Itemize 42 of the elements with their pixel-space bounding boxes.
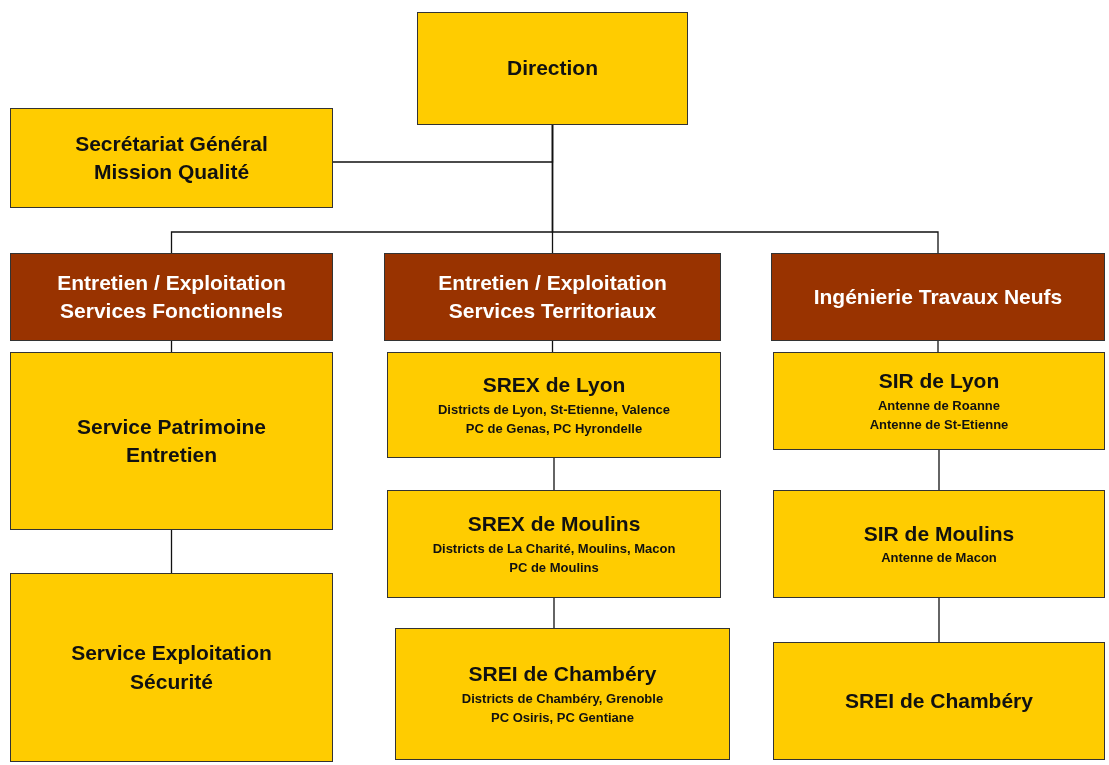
- department-header-box: [771, 253, 1105, 341]
- department-header-box: [10, 253, 333, 341]
- unit-detail: Antenne de St-Etienne: [869, 416, 1009, 435]
- unit-detail: PC de Genas, PC Hyrondelle: [465, 420, 643, 439]
- org-unit-box: [395, 628, 730, 760]
- unit-title: SREI de Chambéry: [468, 661, 657, 688]
- unit-detail: Districts de La Charité, Moulins, Macon: [432, 539, 676, 558]
- unit-title: Service Patrimoine Entretien: [75, 413, 268, 468]
- unit-title: SREX de Moulins: [467, 511, 641, 538]
- org-unit-box: [417, 12, 688, 125]
- connector-line: [551, 124, 939, 254]
- connector-line: [938, 449, 940, 491]
- org-unit-box: [10, 108, 333, 208]
- unit-title: Ingénierie Travaux Neufs: [813, 283, 1063, 310]
- unit-detail: Districts de Lyon, St-Etienne, Valence: [437, 400, 671, 419]
- org-unit-box: [387, 490, 721, 598]
- org-unit-box: [10, 352, 333, 530]
- unit-title: SIR de Moulins: [863, 521, 1015, 548]
- org-unit-box: [10, 573, 333, 762]
- connector-line: [937, 340, 939, 353]
- connector-line: [170, 529, 173, 574]
- unit-title: Secrétariat Général Mission Qualité: [74, 130, 269, 185]
- unit-detail: PC Osiris, PC Gentiane: [490, 709, 634, 728]
- unit-detail: Antenne de Macon: [881, 549, 997, 568]
- unit-detail: Antenne de Roanne: [877, 396, 1001, 415]
- org-unit-box: [773, 642, 1105, 760]
- connector-line: [553, 597, 555, 629]
- unit-title: Entretien / Exploitation Services Territoriaux: [437, 269, 668, 324]
- org-unit-box: [773, 490, 1105, 598]
- unit-detail: PC de Moulins: [509, 559, 599, 578]
- unit-title: SREI de Chambéry: [845, 687, 1033, 714]
- unit-title: Direction: [507, 55, 598, 82]
- unit-title: SIR de Lyon: [878, 368, 1000, 395]
- unit-title: Entretien / Exploitation Services Fonctionnels: [56, 269, 287, 324]
- org-unit-box: [387, 352, 721, 458]
- unit-title: SREX de Lyon: [482, 372, 626, 399]
- department-header-box: [384, 253, 721, 341]
- connector-line: [938, 597, 940, 643]
- connector-line: [553, 457, 555, 491]
- org-unit-box: [773, 352, 1105, 450]
- unit-title: Service Exploitation Sécurité: [70, 640, 273, 695]
- unit-detail: Districts de Chambéry, Grenoble: [461, 689, 664, 708]
